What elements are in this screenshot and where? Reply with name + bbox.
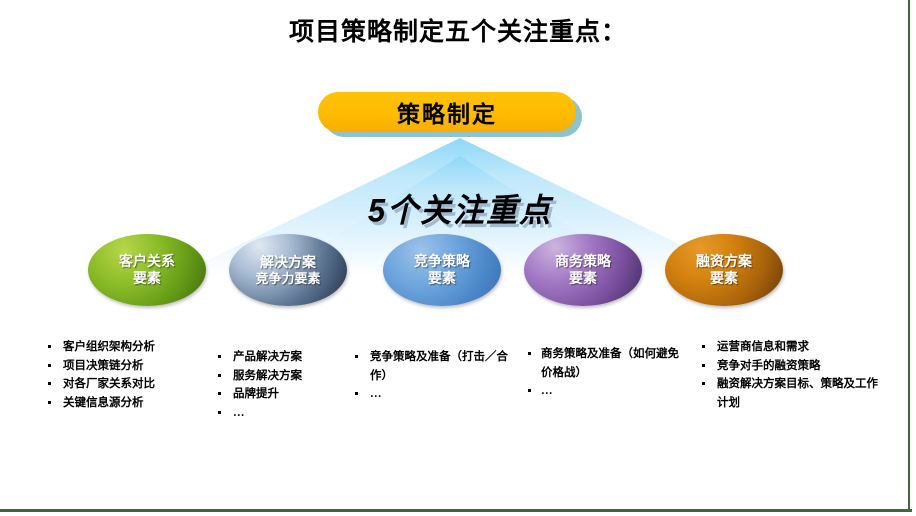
bullet-list: 竞争策略及准备（打击／合作）… — [353, 348, 508, 404]
bullet-list: 客户组织架构分析项目决策链分析对各厂家关系对比关键信息源分析 — [46, 338, 206, 413]
bullet-item: 关键信息源分析 — [46, 394, 206, 413]
bullet-item: 运营商信息和需求 — [700, 338, 880, 357]
node-label-line2: 要素 — [710, 270, 738, 286]
node-label-line2: 竞争力要素 — [255, 270, 321, 286]
node-solution-competitiveness[interactable]: 解决方案 竞争力要素 — [229, 234, 347, 306]
node-label-line2: 要素 — [133, 270, 161, 286]
page-title: 项目策略制定五个关注重点： — [288, 18, 627, 46]
node-label-line1: 竞争策略 — [414, 252, 470, 269]
bullet-item: … — [216, 404, 356, 423]
bullet-item: 竞争策略及准备（打击／合作） — [353, 348, 508, 385]
node-label-line1: 客户关系 — [119, 252, 175, 269]
bullet-list: 运营商信息和需求竞争对手的融资策略融资解决方案目标、策略及工作计划 — [700, 338, 880, 413]
node-customer-relationship[interactable]: 客户关系 要素 — [88, 234, 206, 306]
bullet-item: … — [528, 382, 688, 401]
bullet-list: 商务策略及准备（如何避免价格战）… — [528, 345, 688, 401]
bullet-item: 服务解决方案 — [216, 367, 356, 386]
node-label-line1: 商务策略 — [555, 252, 611, 269]
bullet-item: … — [353, 385, 508, 404]
strategy-banner[interactable]: 策略制定 — [318, 92, 576, 132]
node-financing-solution[interactable]: 融资方案 要素 — [665, 234, 783, 306]
bullet-item: 品牌提升 — [216, 385, 356, 404]
bullet-item: 竞争对手的融资策略 — [700, 357, 880, 376]
bullet-item: 商务策略及准备（如何避免价格战） — [528, 345, 688, 382]
node-label-line2: 要素 — [569, 270, 597, 286]
node-label-line1: 融资方案 — [696, 252, 752, 269]
bullet-column-business: 商务策略及准备（如何避免价格战）… — [528, 345, 688, 401]
arrow-label: 5个关注重点 — [367, 192, 553, 230]
node-label-line2: 要素 — [428, 270, 456, 286]
frame-bottom-border — [0, 509, 912, 512]
bullet-item: 对各厂家关系对比 — [46, 375, 206, 394]
bullet-column-competition: 竞争策略及准备（打击／合作）… — [353, 348, 508, 404]
bullet-list: 产品解决方案服务解决方案品牌提升… — [216, 348, 356, 423]
bullet-column-solution: 产品解决方案服务解决方案品牌提升… — [216, 348, 356, 423]
strategy-banner-label: 策略制定 — [397, 101, 497, 127]
node-competition-strategy[interactable]: 竞争策略 要素 — [383, 234, 501, 306]
node-label-line1: 解决方案 — [260, 253, 316, 270]
node-business-strategy[interactable]: 商务策略 要素 — [524, 234, 642, 306]
frame-right-border — [908, 0, 910, 510]
bullet-column-financing: 运营商信息和需求竞争对手的融资策略融资解决方案目标、策略及工作计划 — [700, 338, 880, 413]
bullet-item: 产品解决方案 — [216, 348, 356, 367]
bullet-item: 客户组织架构分析 — [46, 338, 206, 357]
bullet-item: 项目决策链分析 — [46, 357, 206, 376]
bullet-column-customer-relationship: 客户组织架构分析项目决策链分析对各厂家关系对比关键信息源分析 — [46, 338, 206, 413]
bullet-item: 融资解决方案目标、策略及工作计划 — [700, 375, 880, 412]
